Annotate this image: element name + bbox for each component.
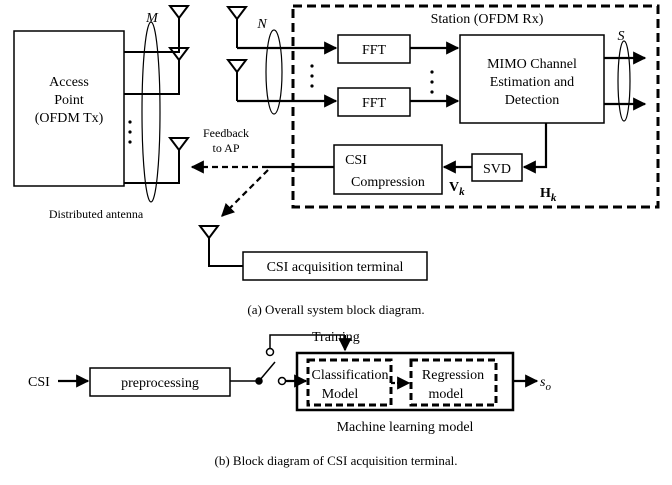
antenna-group-ellipse-n — [265, 29, 283, 115]
v-k-label: Vk — [449, 180, 465, 198]
regression-label-2: model — [429, 387, 464, 402]
h-k-label: Hk — [540, 186, 557, 204]
classification-label-2: Model — [322, 387, 359, 402]
mimo-block: MIMO Channel Estimation and Detection — [459, 34, 605, 124]
antenna-vertical-dots — [310, 64, 314, 88]
mimo-label-2: Estimation and — [490, 75, 574, 90]
distributed-antenna-label: Distributed antenna — [49, 207, 144, 221]
label-n: N — [256, 17, 267, 32]
svd-label: SVD — [483, 162, 511, 177]
access-point-label-1: Access — [49, 75, 89, 90]
label-s: S — [618, 29, 625, 44]
mimo-label-1: MIMO Channel — [487, 57, 577, 72]
fft-1-label: FFT — [362, 43, 387, 58]
access-point-block: Access Point (OFDM Tx) — [13, 30, 125, 187]
access-point-label-2: Point — [54, 93, 84, 108]
antenna-group-ellipse-m — [141, 21, 161, 203]
mimo-to-svd-arrow — [522, 123, 548, 174]
svd-block: SVD — [471, 153, 523, 182]
csi-compression-block: CSI Compression — [333, 144, 443, 195]
preprocessing-block: preprocessing — [89, 367, 231, 397]
station-antennas — [226, 6, 248, 101]
feedback-to-terminal-arrow — [221, 169, 269, 217]
output-group-ellipse-s — [617, 40, 631, 122]
classification-label-1: Classification — [312, 368, 389, 383]
csi-terminal-label: CSI acquisition terminal — [267, 260, 404, 275]
fft-2-label: FFT — [362, 96, 387, 111]
feedback-label-1: Feedback — [203, 126, 249, 140]
fft-vertical-dots — [430, 70, 434, 94]
csi-compression-label-2: Compression — [351, 175, 425, 190]
regression-label-1: Regression — [422, 368, 484, 383]
preprocessing-label: preprocessing — [121, 376, 199, 391]
fft-block-1: FFT — [337, 34, 411, 64]
mimo-output-arrows — [604, 51, 647, 111]
classification-block: Classification Model — [306, 358, 393, 407]
fft-to-mimo-arrows — [410, 41, 460, 108]
access-point-label-3: (OFDM Tx) — [35, 111, 104, 126]
caption-b: (b) Block diagram of CSI acquisition ter… — [215, 453, 458, 468]
ap-antenna-feeds — [124, 5, 190, 184]
csi-input-label: CSI — [28, 375, 50, 390]
regression-block: Regression model — [409, 358, 498, 407]
ap-vertical-dots — [128, 120, 132, 144]
terminal-antenna — [198, 225, 243, 267]
output-so-label: so — [540, 375, 551, 393]
label-m: M — [145, 11, 159, 26]
feedback-label-2: to AP — [212, 141, 239, 155]
caption-a: (a) Overall system block diagram. — [247, 302, 424, 317]
station-title: Station (OFDM Rx) — [431, 12, 544, 27]
training-label: Training — [312, 330, 360, 345]
fft-block-2: FFT — [337, 87, 411, 117]
training-switch — [230, 334, 352, 386]
ml-model-label: Machine learning model — [337, 420, 474, 435]
station-boundary — [291, 4, 660, 209]
csi-compression-label-1: CSI — [345, 153, 367, 168]
csi-terminal-block: CSI acquisition terminal — [242, 251, 428, 281]
mimo-label-3: Detection — [505, 93, 559, 108]
antenna-to-fft-arrows — [237, 41, 338, 108]
